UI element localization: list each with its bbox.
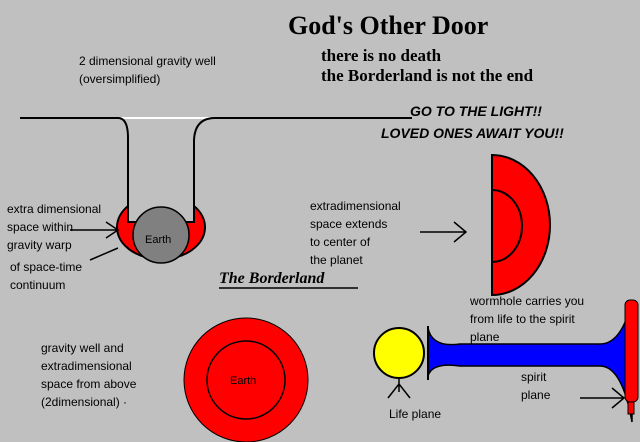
earth-label-top: Earth (230, 375, 257, 387)
wormhole-label: wormhole carries you from life to the sp… (470, 294, 585, 344)
life-plane-label: Life plane (389, 407, 442, 421)
earth-label-side: Earth (145, 234, 172, 246)
half-view-diagram (491, 153, 551, 297)
gravity-well (20, 117, 412, 212)
spirit-plane-label: spirit plane (521, 370, 551, 402)
borderland-label: The Borderland (219, 270, 325, 287)
arrow-extends (420, 221, 468, 243)
spacetime-label: of space-time continuum (10, 260, 83, 292)
light-line1: GO TO THE LIGHT!! (410, 103, 542, 119)
arrow-spacetime (89, 247, 119, 261)
arrows (70, 221, 626, 409)
extra-space-label: extra dimensional space within gravity w… (7, 202, 102, 252)
arrow-life-plane (387, 378, 411, 399)
gravity-well-caption: 2 dimensional gravity well (oversimplifi… (79, 54, 216, 86)
side-view-earth-diagram (116, 203, 206, 264)
wormhole-diagram (373, 299, 639, 423)
subtitle-line1: there is no death (321, 46, 442, 65)
subtitle-line2: the Borderland is not the end (321, 66, 534, 85)
top-view-diagram (183, 317, 309, 442)
light-line2: LOVED ONES AWAIT YOU!! (381, 125, 564, 141)
top-view-label: gravity well and extradimensional space … (41, 341, 137, 409)
title: God's Other Door (288, 11, 489, 40)
arrow-spirit-plane (580, 387, 626, 409)
extends-label: extradimensional space extends to center… (310, 199, 401, 267)
arrow-extra-space (70, 221, 120, 239)
